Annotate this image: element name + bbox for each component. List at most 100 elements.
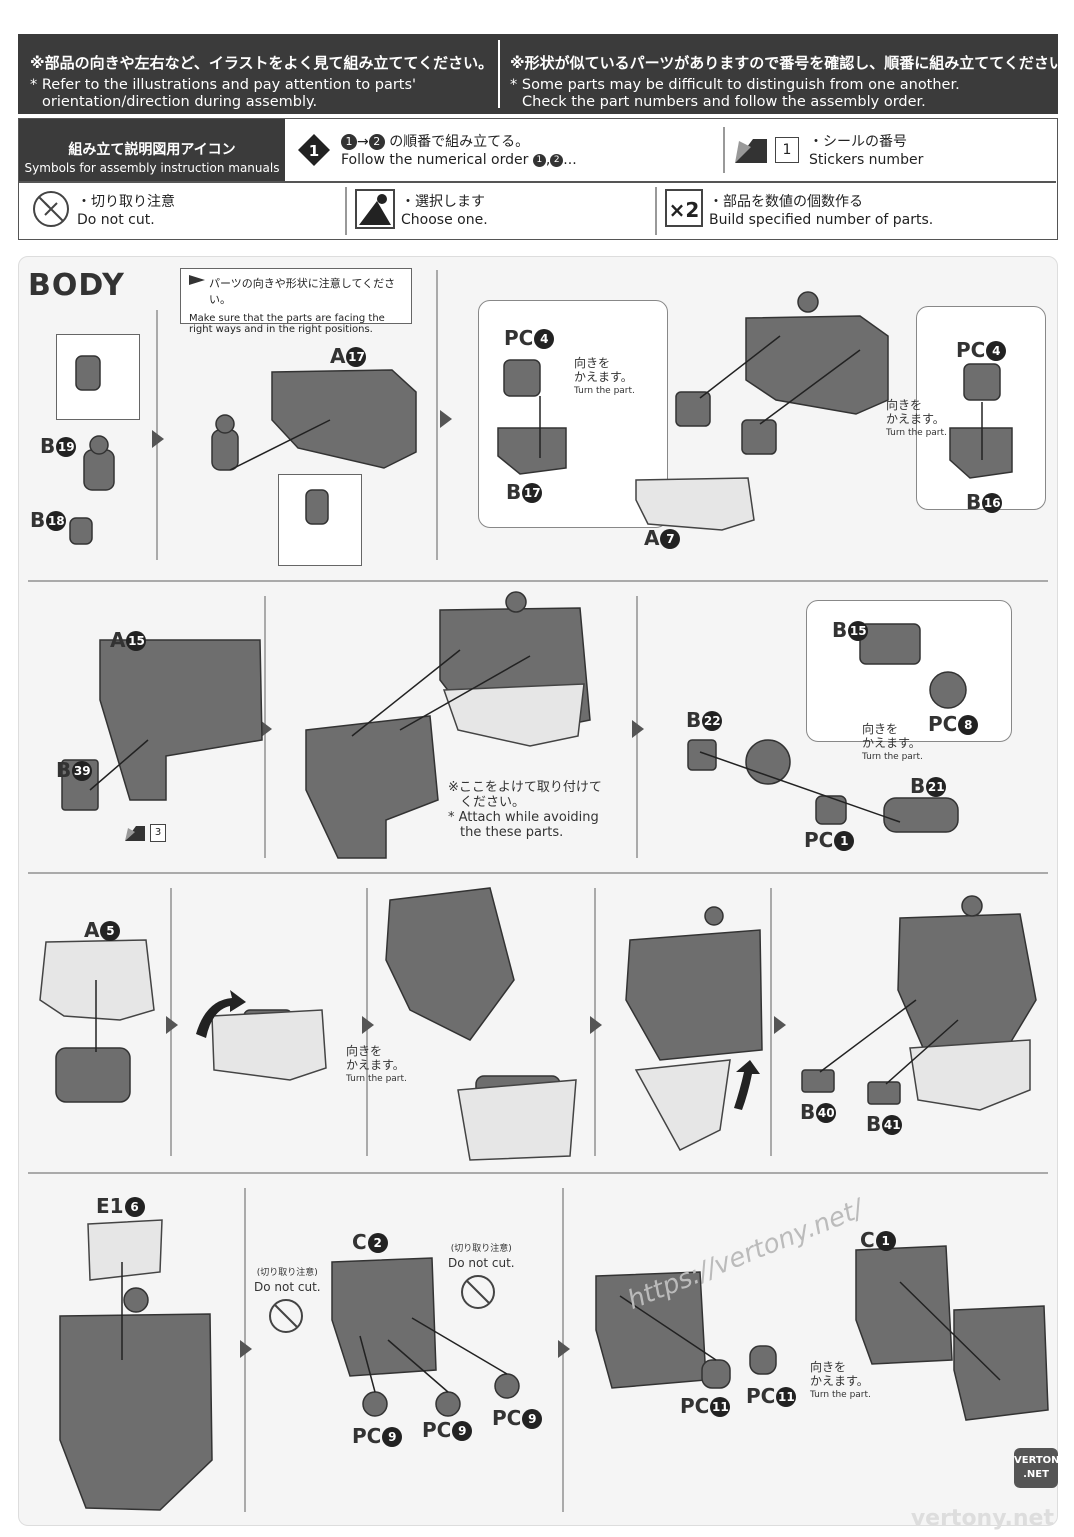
assembly-line xyxy=(359,1335,376,1393)
part-shape xyxy=(305,489,329,525)
part-shape xyxy=(867,1081,901,1105)
part-shape xyxy=(87,1219,163,1281)
step-arrow xyxy=(440,410,452,428)
part-shape xyxy=(39,939,155,1021)
assembly-line xyxy=(759,349,861,425)
step-arrow xyxy=(774,1016,786,1034)
svg-text:1: 1 xyxy=(309,142,319,160)
header-right-en: * Some parts may be difficult to disting… xyxy=(510,77,960,110)
multiply-icon: ×2 xyxy=(665,189,703,227)
part-shape xyxy=(909,1039,1031,1111)
part-shape xyxy=(99,639,263,801)
part-shape xyxy=(749,1345,777,1375)
part-shape xyxy=(815,795,847,825)
part-shape xyxy=(69,517,93,545)
do-not-cut-icon xyxy=(33,191,69,227)
step-arrow xyxy=(632,720,644,738)
part-shape xyxy=(701,1359,731,1389)
icon-legend: 組み立て説明図用アイコン Symbols for assembly instru… xyxy=(18,118,1058,240)
part-shape xyxy=(305,715,439,859)
inset-box xyxy=(806,600,1012,742)
part-shape xyxy=(494,1373,520,1399)
part-shape xyxy=(385,887,515,1041)
part-shape xyxy=(271,369,417,469)
part-shape xyxy=(953,1305,1049,1421)
part-shape xyxy=(635,477,755,531)
part-shape xyxy=(797,291,819,313)
turn-note: 向きをかえます。Turn the part. xyxy=(574,356,635,396)
rotate-arrow-icon xyxy=(196,990,246,1038)
assembly-line xyxy=(819,999,917,1073)
part-shape xyxy=(704,906,724,926)
part-shape xyxy=(211,429,239,471)
header-divider xyxy=(498,40,500,108)
step-arrow xyxy=(152,430,164,448)
part-shape xyxy=(75,355,101,391)
header-bar: ※部品の向きや左右など、イラストをよく見て組み立ててください。 * Refer … xyxy=(18,34,1074,114)
part-shape xyxy=(457,1079,577,1161)
part-shape xyxy=(83,449,115,491)
part-shape xyxy=(634,1059,731,1151)
assembly-line xyxy=(699,751,901,823)
part-shape xyxy=(55,1047,131,1103)
step-order-icon: 1 xyxy=(298,134,330,166)
part-shape xyxy=(362,1391,388,1417)
do-not-cut-icon xyxy=(461,1275,495,1309)
sticker-number-box: 3 xyxy=(150,824,166,842)
part-shape xyxy=(949,427,1013,479)
part-shape xyxy=(89,435,109,455)
part-shape xyxy=(505,591,527,613)
direction-icon xyxy=(189,275,205,285)
part-shape xyxy=(883,797,959,833)
icon-legend-title: 組み立て説明図用アイコン Symbols for assembly instru… xyxy=(19,119,285,181)
turn-note: 向きをかえます。Turn the part. xyxy=(810,1360,871,1400)
step-arrow xyxy=(558,1340,570,1358)
part-shape xyxy=(435,1391,461,1417)
step-arrow xyxy=(240,1340,252,1358)
step-2-icon: 2 xyxy=(368,134,385,150)
do-not-cut-note: (切り取り注意)Do not cut. xyxy=(254,1268,321,1294)
part-shape xyxy=(215,414,235,434)
assembly-line xyxy=(899,1281,1001,1381)
assembly-line xyxy=(351,649,461,737)
header-left-jp: ※部品の向きや左右など、イラストをよく見て組み立ててください。 xyxy=(30,54,494,72)
vertony-badge: VERTONY .NET xyxy=(1014,1448,1067,1488)
order-legend: 1→2 の順番で組み立てる。 Follow the numerical orde… xyxy=(341,134,577,168)
part-shape xyxy=(929,671,967,709)
part-shape xyxy=(625,929,763,1061)
step-arrow xyxy=(260,720,272,738)
part-shape xyxy=(59,1313,213,1511)
turn-note: 向きをかえます。Turn the part. xyxy=(862,722,923,762)
assembly-line xyxy=(885,1019,959,1085)
part-shape xyxy=(961,895,983,917)
step-1-icon: 1 xyxy=(341,134,357,150)
header-left: ※部品の向きや左右など、イラストをよく見て組み立ててください。 * Refer … xyxy=(30,34,494,114)
assembly-line xyxy=(229,419,331,471)
part-shape xyxy=(331,1257,437,1377)
choose-legend: ・選択します Choose one. xyxy=(401,194,488,228)
header-left-en: * Refer to the illustrations and pay att… xyxy=(30,77,417,110)
header-right: ※形状が似ているパーツがありますので番号を確認し、順番に組み立ててください。 *… xyxy=(510,34,1074,114)
assembly-line xyxy=(619,1295,717,1361)
part-shape xyxy=(675,391,711,427)
part-shape xyxy=(745,315,889,415)
assembly-line xyxy=(89,739,149,791)
part-shape xyxy=(123,1287,149,1313)
